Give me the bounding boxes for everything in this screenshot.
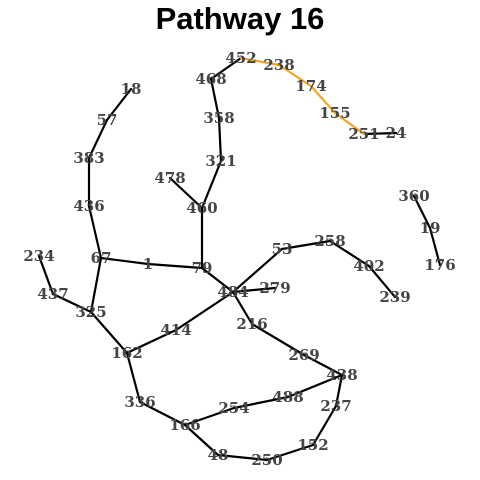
node-label-162: 162	[111, 344, 142, 362]
node-label-57: 57	[97, 111, 118, 129]
edge-258-402	[328, 239, 371, 268]
node-label-251: 251	[348, 125, 379, 143]
edge-336-166	[138, 400, 187, 427]
highlighted-edge-155-251	[333, 111, 366, 136]
node-label-325: 325	[75, 303, 106, 321]
edge-269-216	[250, 322, 306, 357]
node-label-488: 488	[272, 388, 303, 406]
edge-53-258	[280, 239, 332, 251]
node-label-452: 452	[225, 49, 256, 67]
node-label-174: 174	[295, 77, 326, 95]
edge-468-452	[209, 56, 243, 81]
node-label-258: 258	[314, 232, 345, 250]
node-label-437: 437	[37, 285, 68, 303]
edge-414-484	[174, 290, 235, 332]
node-label-1: 1	[143, 255, 153, 273]
highlighted-edge-238-174	[277, 63, 313, 88]
node-label-166: 166	[169, 416, 200, 434]
edge-19-176	[428, 226, 442, 267]
node-label-484: 484	[217, 283, 248, 301]
edge-237-438	[334, 373, 344, 408]
edge-321-358	[217, 116, 223, 163]
edge-436-67	[87, 204, 103, 260]
highlighted-edge-174-155	[309, 84, 337, 115]
edge-251-24	[362, 131, 398, 136]
edge-162-336	[125, 351, 142, 404]
edge-152-237	[311, 404, 338, 447]
node-label-438: 438	[326, 366, 357, 384]
node-label-238: 238	[263, 56, 294, 74]
node-label-414: 414	[160, 321, 191, 339]
node-label-48: 48	[208, 446, 229, 464]
node-label-478: 478	[154, 169, 185, 187]
node-label-79: 79	[192, 259, 213, 277]
node-label-237: 237	[320, 397, 351, 415]
node-label-436: 436	[73, 197, 104, 215]
node-label-279: 279	[259, 279, 290, 297]
edge-1-79	[146, 262, 204, 270]
edges-layer	[37, 56, 442, 462]
edge-325-162	[89, 310, 129, 355]
highlighted-edge-452-238	[239, 56, 281, 67]
node-label-250: 250	[251, 451, 282, 469]
node-label-216: 216	[236, 315, 267, 333]
node-label-321: 321	[205, 152, 236, 170]
node-label-19: 19	[420, 219, 441, 237]
edge-437-325	[51, 292, 93, 314]
node-label-383: 383	[73, 149, 104, 167]
node-label-269: 269	[288, 346, 319, 364]
edge-216-484	[231, 290, 254, 326]
edge-57-383	[87, 118, 109, 160]
edge-460-478	[168, 176, 204, 210]
node-label-254: 254	[218, 399, 249, 417]
node-label-67: 67	[91, 249, 112, 267]
edge-254-166	[183, 406, 236, 427]
node-label-152: 152	[297, 436, 328, 454]
node-label-18: 18	[121, 80, 142, 98]
edge-360-19	[412, 194, 432, 230]
edge-358-468	[209, 77, 221, 120]
edge-402-239	[367, 264, 397, 299]
node-label-234: 234	[23, 247, 54, 265]
edge-162-414	[125, 328, 178, 355]
node-label-176: 176	[424, 256, 455, 274]
edge-438-488	[286, 373, 344, 399]
node-label-468: 468	[195, 70, 226, 88]
edge-438-269	[302, 353, 344, 377]
edge-460-321	[200, 159, 223, 210]
edge-166-48	[183, 423, 220, 457]
node-label-460: 460	[186, 199, 217, 217]
node-label-336: 336	[124, 393, 155, 411]
node-label-402: 402	[353, 257, 384, 275]
edge-234-437	[37, 254, 55, 296]
node-label-239: 239	[379, 288, 410, 306]
diagram-title: Pathway 16	[155, 1, 325, 36]
edge-18-57	[105, 87, 133, 122]
edge-484-53	[231, 247, 284, 294]
edge-484-279	[231, 286, 277, 294]
node-label-360: 360	[398, 187, 429, 205]
node-label-53: 53	[272, 240, 293, 258]
edge-48-250	[216, 453, 269, 462]
edge-484-79	[200, 266, 235, 294]
edge-250-152	[265, 443, 315, 462]
edge-67-1	[99, 256, 150, 266]
node-label-24: 24	[386, 124, 407, 142]
edge-67-325	[89, 256, 103, 314]
edge-488-254	[232, 395, 290, 410]
node-label-358: 358	[203, 109, 234, 127]
node-label-155: 155	[319, 104, 350, 122]
